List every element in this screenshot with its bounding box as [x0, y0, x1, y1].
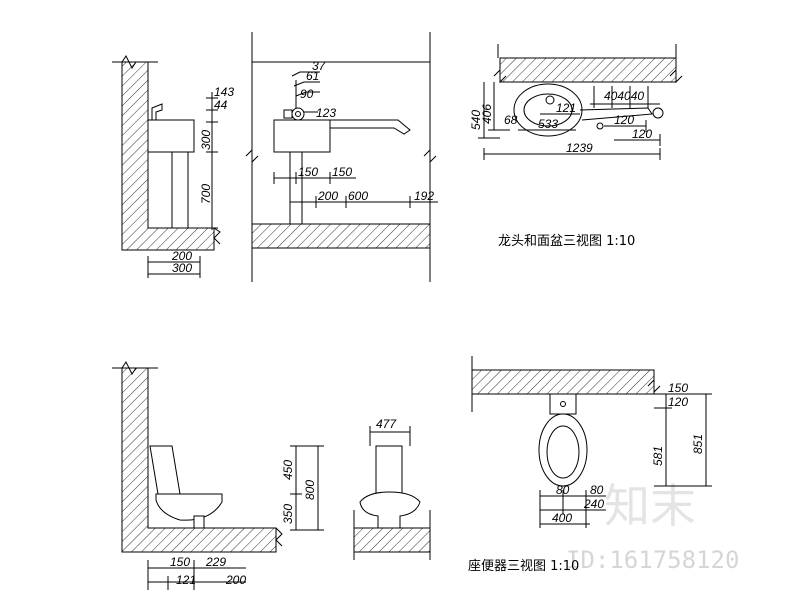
sink-side-basin [147, 119, 195, 153]
dim-120: 120 [668, 395, 688, 409]
dim-150: 150 [668, 381, 688, 395]
sink-plan-view: 540 406 404040 121 533 68 120 120 1239 [469, 44, 683, 160]
toilet-front-bowl [359, 491, 421, 529]
dim-90: 90 [300, 87, 314, 101]
dim-121: 121 [176, 573, 196, 587]
dim-404040: 404040 [604, 89, 644, 103]
dim-477: 477 [376, 417, 397, 431]
dim-200: 200 [225, 573, 246, 587]
toilet-side-bowl [155, 493, 223, 521]
toilet-plan-view: 150 120 581 851 80 80 240 400 [471, 356, 712, 528]
dim-143: 143 [214, 85, 234, 99]
break-mark-left [245, 148, 259, 164]
sink-front-floor-slab [251, 223, 431, 249]
dim-300-vertical: 300 [199, 130, 213, 150]
toilet-front-view: 477 [353, 417, 431, 560]
watermark-logo-text: 知末 [604, 479, 696, 533]
toilet-side-tank [149, 445, 181, 495]
sink-side-view: 143 44 300 700 200 300 [112, 55, 234, 278]
dim-240: 240 [583, 497, 604, 511]
toilet-plan-tank [549, 393, 577, 415]
dim-150-b: 150 [332, 165, 352, 179]
sink-front-pedestal [289, 151, 303, 225]
dim-533: 533 [538, 117, 558, 131]
dim-44: 44 [214, 98, 228, 112]
dim-700: 700 [199, 184, 213, 204]
dim-200: 200 [317, 189, 338, 203]
dim-80-a: 80 [556, 483, 570, 497]
dim-150: 150 [170, 555, 190, 569]
dim-37: 37 [312, 59, 327, 73]
sink-plan-faucet-arm [579, 107, 653, 121]
toilet-side-view: 450 800 350 150 229 121 200 [112, 361, 324, 590]
sink-plan-basin-inner [523, 93, 573, 127]
floor-break-mark [213, 227, 221, 245]
sink-side-pedestal [171, 151, 189, 229]
sink-front-basin [273, 119, 331, 153]
sink-front-faucet-head [291, 107, 305, 121]
dim-350: 350 [281, 504, 295, 524]
dim-450: 450 [281, 460, 295, 480]
dim-229: 229 [205, 555, 226, 569]
sink-side-wall [121, 61, 215, 251]
toilet-plan-wall [471, 369, 655, 395]
break-mark-right [423, 148, 437, 164]
dim-800: 800 [303, 480, 317, 500]
dim-600: 600 [348, 189, 368, 203]
dim-1239: 1239 [566, 141, 593, 155]
watermark-id-text: ID:161758120 [566, 546, 739, 574]
dim-121: 121 [556, 101, 576, 115]
sink-caption: 龙头和面盆三视图 1:10 [498, 234, 635, 249]
dim-68: 68 [504, 113, 518, 127]
sink-front-faucet-arm [329, 119, 411, 135]
dim-80-b: 80 [590, 483, 604, 497]
dim-120-a: 120 [614, 113, 634, 127]
toilet-plan-bowl-outer [538, 413, 588, 487]
dim-192: 192 [414, 189, 434, 203]
dim-150-a: 150 [298, 165, 318, 179]
dim-61: 61 [306, 69, 319, 83]
dim-123: 123 [316, 106, 336, 120]
dim-406: 406 [480, 104, 494, 124]
dim-200: 200 [171, 249, 192, 263]
toilet-caption: 座便器三视图 1:10 [468, 559, 579, 574]
toilet-front-tank [375, 445, 403, 495]
sink-front-view: 37 61 90 123 150 150 200 600 192 [245, 32, 438, 282]
toilet-front-floor-slab [353, 527, 431, 553]
dim-120-b: 120 [632, 127, 652, 141]
dim-581: 581 [651, 446, 665, 466]
sink-plan-wall [499, 57, 677, 83]
sink-side-faucet [151, 103, 163, 120]
dim-540: 540 [469, 110, 483, 130]
dim-400: 400 [552, 511, 572, 525]
dim-300-horizontal: 300 [172, 261, 192, 275]
dim-851: 851 [691, 434, 705, 454]
wall-break-mark [112, 55, 158, 69]
toilet-plan-bowl-inner [546, 425, 580, 479]
